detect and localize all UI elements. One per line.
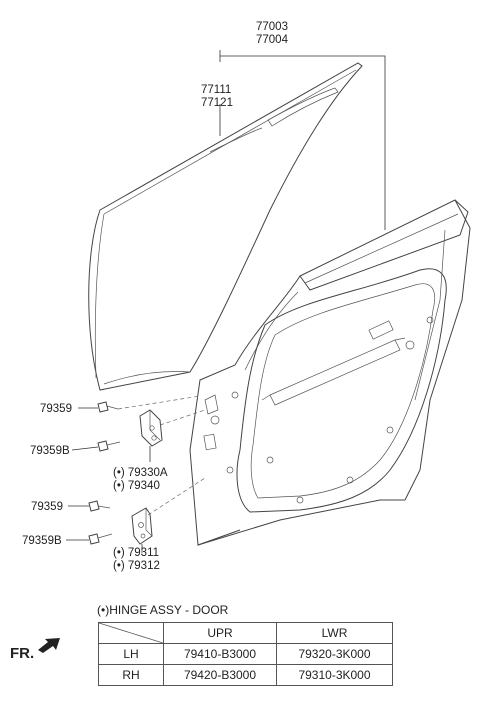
table-cell-side: RH	[98, 664, 164, 686]
table-cell-upr: 79410-B3000	[163, 643, 277, 665]
callout-bolt-lower-1: 79359	[31, 501, 63, 513]
hinge-upper-projection-2	[159, 409, 206, 426]
outer-door-panel	[88, 62, 363, 391]
front-direction-label: FR.	[10, 645, 35, 662]
door-exploded-diagram: 77003 77004 77111 77121 79359 79359B (•)…	[22, 21, 471, 572]
hinge-lower-projection	[147, 477, 206, 516]
bolt-lower-2	[88, 533, 113, 545]
callout-outer-panel-2: 77121	[201, 97, 233, 109]
table-cell-lwr: 79310-3K000	[276, 664, 393, 686]
front-arrow-icon	[38, 638, 60, 653]
hinge-assy-note: (•)HINGE ASSY - DOOR	[97, 603, 229, 617]
table-cell-side: LH	[98, 643, 164, 665]
table-row: RH 79420-B3000 79310-3K000	[98, 664, 393, 686]
callout-hinge-lower-2: (•) 79312	[113, 560, 160, 572]
bolt-upper-1	[97, 401, 119, 413]
callout-outer-panel-1: 77111	[201, 84, 231, 96]
hinge-part-table: UPR LWR LH 79410-B3000 79320-3K000 RH 79…	[98, 622, 393, 686]
table-header-upr: UPR	[163, 622, 277, 644]
callout-hinge-lower-1: (•) 79311	[113, 547, 159, 559]
callout-hinge-upper-1: (•) 79330A	[113, 467, 168, 479]
hinge-upper-projection	[117, 395, 201, 410]
callout-hinge-upper-2: (•) 79340	[113, 480, 160, 492]
bolt-upper-2	[97, 440, 121, 452]
lower-hinge	[131, 507, 153, 545]
table-cell-lwr: 79320-3K000	[276, 643, 393, 665]
inner-door-frame	[189, 199, 471, 546]
callout-bolt-upper-1: 79359	[40, 403, 72, 415]
callout-door-assy-2: 77004	[256, 34, 289, 46]
table-corner-cell	[98, 622, 164, 644]
table-header-row: UPR LWR	[98, 622, 393, 644]
upper-hinge	[139, 409, 163, 447]
callout-bolt-upper-2: 79359B	[30, 445, 70, 457]
table-header-lwr: LWR	[276, 622, 393, 644]
diagonal-line	[99, 623, 163, 643]
leader-bolt-upper-2	[71, 446, 99, 451]
callout-bolt-lower-2: 79359B	[22, 535, 62, 547]
bolt-lower-1	[88, 500, 111, 512]
callout-door-assy-1: 77003	[256, 21, 288, 33]
leader-door-assy	[219, 50, 386, 230]
table-row: LH 79410-B3000 79320-3K000	[98, 643, 393, 665]
table-cell-upr: 79420-B3000	[163, 664, 277, 686]
